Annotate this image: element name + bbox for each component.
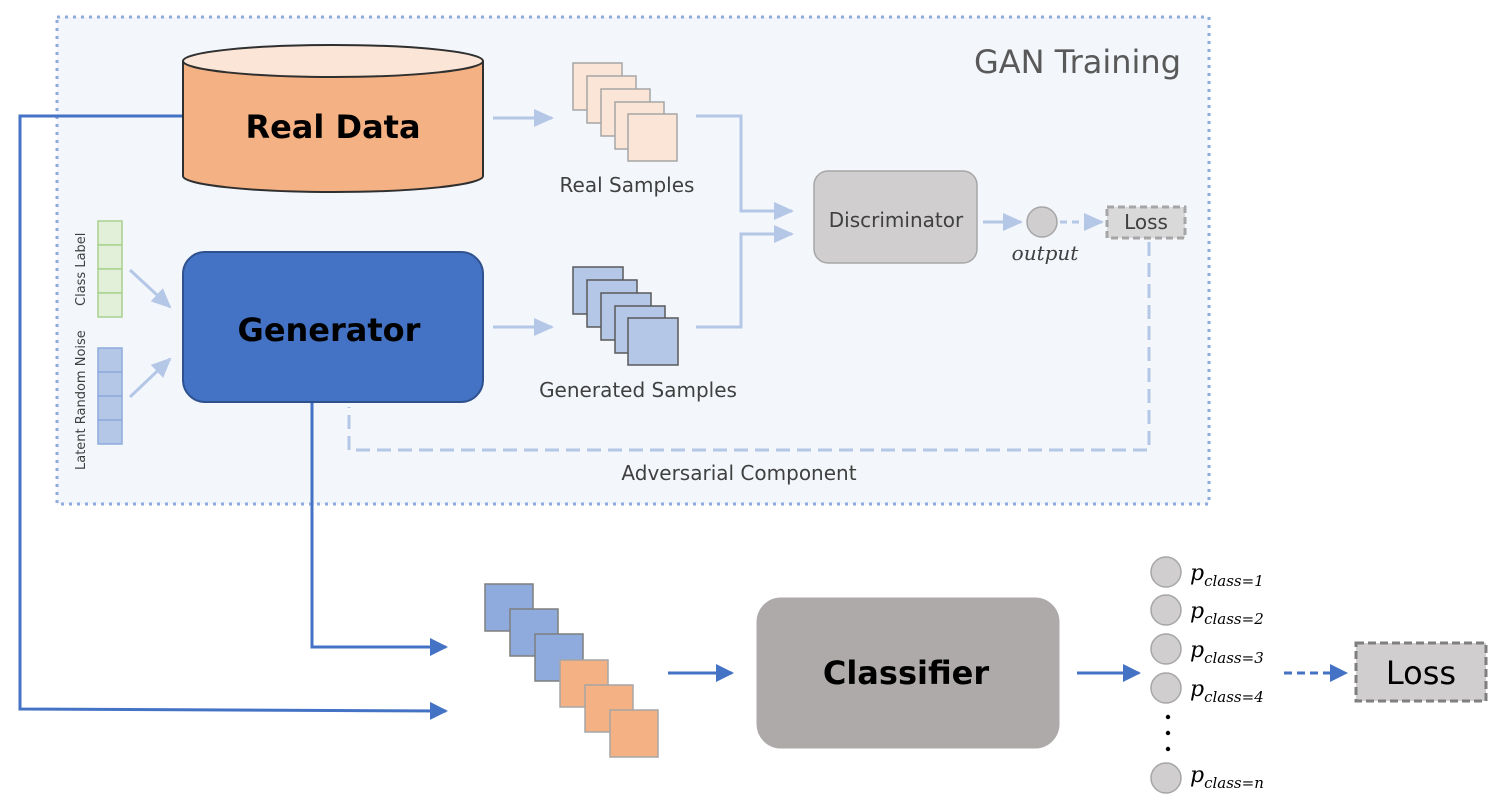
- generated-samples-stack: [572, 266, 679, 366]
- real-samples-label: Real Samples: [560, 173, 695, 197]
- real-samples-stack: [572, 62, 678, 162]
- class-probability-nodes: [1150, 556, 1182, 794]
- probability-node: [1150, 594, 1182, 626]
- gan-training-title: GAN Training: [974, 43, 1181, 81]
- probability-label-3: pclass=3: [1190, 638, 1264, 667]
- real-samples-to-discriminator: [696, 114, 794, 220]
- output-label: output: [1012, 241, 1080, 265]
- probability-node: [1150, 672, 1182, 704]
- class-label-text: Class Label: [74, 233, 89, 306]
- probability-label-2: pclass=2: [1190, 599, 1264, 628]
- probability-label-4: pclass=4: [1190, 677, 1264, 706]
- class-label-arrow: [128, 268, 172, 309]
- classifier-box: [756, 597, 1060, 749]
- generator-to-classifier-line: [310, 402, 448, 656]
- probability-node: [1150, 633, 1182, 665]
- real-data-to-classifier-line: [18, 114, 448, 720]
- gan-loss-box: [1105, 205, 1187, 240]
- probability-node: [1150, 762, 1182, 794]
- ellipsis-dots: [1165, 714, 1171, 752]
- classifier-loss-label: Loss: [1386, 654, 1456, 692]
- real-data-label: Real Data: [245, 108, 420, 146]
- generator-label: Generator: [238, 311, 421, 349]
- latent-noise-vector: [97, 347, 123, 445]
- generated-samples-label: Generated Samples: [539, 378, 737, 402]
- discriminator-box: [813, 170, 978, 264]
- adversarial-component-label: Adversarial Component: [621, 461, 856, 485]
- adversarial-feedback-line: [347, 242, 1151, 452]
- probability-node: [1150, 556, 1182, 588]
- probability-label-1: pclass=1: [1190, 561, 1264, 590]
- discriminator-label: Discriminator: [829, 208, 964, 232]
- classifier-label: Classifier: [823, 654, 990, 692]
- gan-loss-label: Loss: [1124, 210, 1168, 234]
- mixed-samples-stack: [484, 583, 659, 758]
- discriminator-output-node: [1026, 206, 1058, 238]
- generated-samples-to-discriminator: [696, 225, 794, 329]
- noise-arrow: [128, 357, 172, 399]
- generator-box: [182, 251, 484, 403]
- probability-label-n: pclass=n: [1190, 763, 1264, 792]
- class-label-vector: [97, 220, 123, 318]
- latent-noise-text: Latent Random Noise: [74, 330, 89, 470]
- real-data-cylinder: Real Data: [182, 44, 484, 193]
- classifier-loss-box: [1354, 641, 1488, 703]
